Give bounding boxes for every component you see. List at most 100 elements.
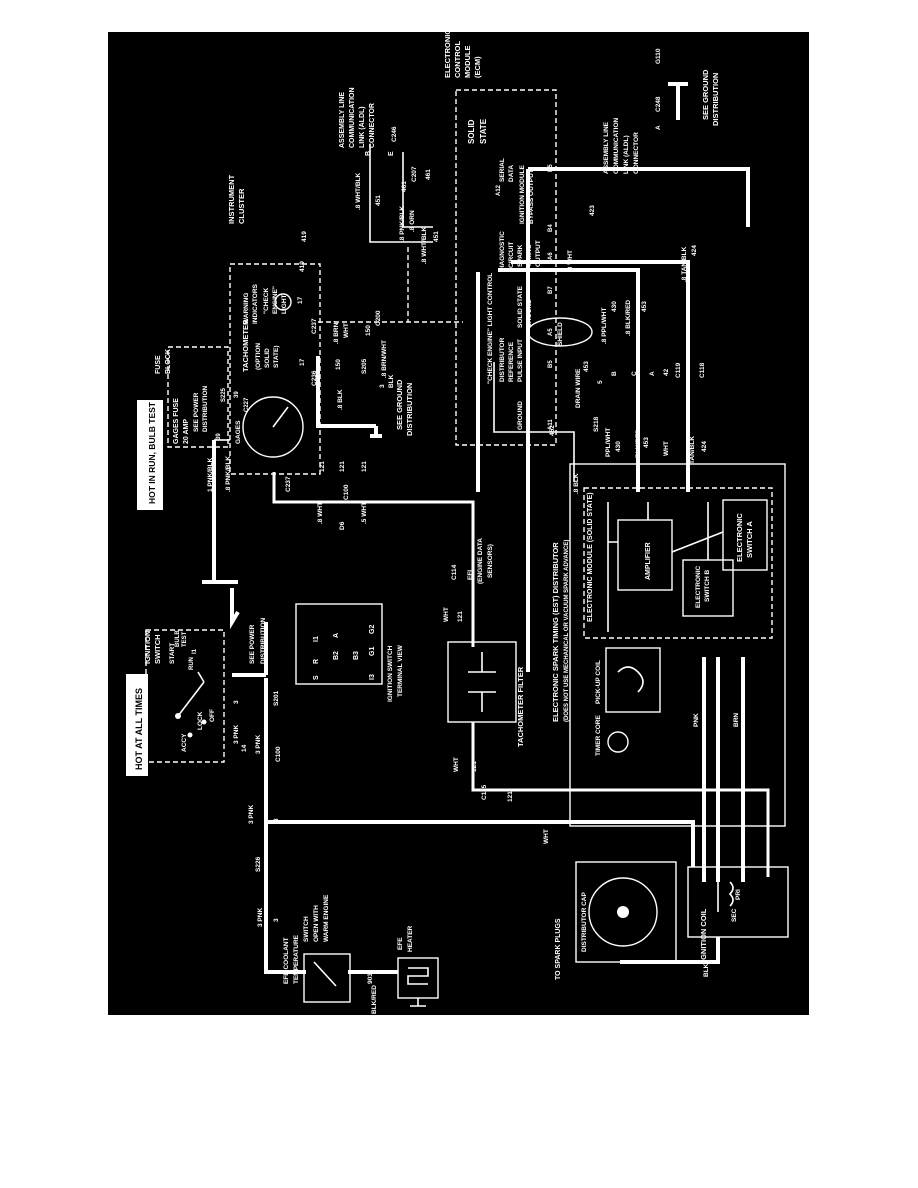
cluster-title2: CLUSTER	[237, 188, 246, 224]
wire-brn: BRN	[733, 713, 740, 727]
efe-heater-box	[397, 957, 439, 999]
connector-c237a: C237	[311, 318, 318, 334]
aldl1-b: B	[365, 151, 372, 156]
connector-s205: S205	[361, 358, 368, 374]
wire-8wht-blk: .8 WHT/BLK	[355, 173, 362, 210]
aldl2-g: G110	[655, 48, 662, 64]
wire-451a: 451	[375, 195, 382, 206]
tachometer-filter-box	[447, 641, 517, 723]
power-arrow-1	[230, 588, 240, 630]
wire-3pnk-trunk	[264, 678, 306, 974]
distributor-cap-icon	[588, 877, 658, 947]
wire-121e: 121	[471, 761, 478, 772]
see-power-dist-1a: SEE POWER	[193, 392, 200, 432]
see-power-dist-2a: SEE POWER	[249, 624, 256, 664]
ignition-switch-contact	[177, 671, 205, 717]
wire-8pnk-blk-2: .8 PNK/BLK	[399, 206, 406, 242]
efe-switch-l3: SWITCH	[303, 916, 310, 942]
ign-test: TEST	[182, 631, 188, 647]
est-swa2: SWITCH A	[745, 521, 754, 558]
est-timer: TIMER CORE	[595, 715, 602, 756]
wire-3pnk-d: 3 PNK	[257, 908, 264, 927]
ecm-spark3: OUTPUT	[535, 240, 542, 267]
wire-blk-coil: BLK	[703, 963, 710, 977]
wire-d6: D6	[339, 521, 346, 530]
see-power-dist-2b: DISTRIBUTION	[260, 617, 267, 664]
ign-start: START	[169, 643, 176, 664]
module-internal-wires	[607, 502, 724, 632]
ecm-ign2: BYPASS OUTPUT	[528, 169, 535, 224]
aldl2-a: A	[655, 125, 662, 130]
pickup-coil-box	[605, 647, 661, 713]
cluster-warning2: INDICATORS	[252, 283, 259, 324]
ecm-pin-a12: A12	[496, 184, 502, 196]
ignition-coil-sec: SEC	[731, 908, 738, 922]
wiring-diagram: HOT IN RUN, BULB TEST OR START FUSE B LOC…	[108, 32, 809, 1015]
aldl2-l4: CONNECTOR	[633, 132, 640, 174]
ecm-ground: GROUND	[517, 401, 524, 430]
ecm-diag1: DIAGNOSTIC	[499, 231, 506, 272]
wire-5: 5	[597, 380, 604, 384]
wire-424-tan-blk	[511, 260, 690, 492]
see-power-dist-1b: DISTRIBUTION	[202, 385, 209, 432]
ign-lock: LOCK	[197, 711, 204, 730]
connector-c207: C207	[411, 166, 418, 182]
see-ground-2b: DISTRIBUTION	[711, 73, 720, 126]
wire-8wht-2: .8 WHT	[567, 250, 574, 272]
ign-lock-dot	[187, 732, 193, 738]
shield-ellipse	[527, 317, 593, 347]
ign-acc: ACCY	[181, 733, 188, 752]
aldl1-e: E	[388, 151, 395, 156]
wire-8tan-blk: .8 TAN/BLK	[681, 246, 688, 282]
ecm-title2: CONTROL	[453, 41, 462, 78]
wire-903: 903	[367, 973, 374, 984]
efe-heater-l1: EFE	[397, 937, 404, 950]
gages-fuse-name: GAGES FUSE	[173, 398, 180, 444]
wire-3pnk-a: 3 PNK	[233, 725, 240, 744]
connector-c227: C227	[244, 397, 250, 412]
term-a: A	[333, 633, 340, 638]
ecm-pin-a6: A6	[548, 252, 554, 260]
cluster-pin17a: 17	[299, 358, 306, 366]
wire-8brn-b: WHT	[343, 323, 350, 338]
ecm-ssgnd1: SOLID STATE	[517, 285, 524, 328]
wire-8brn-wht: .8 BRN/WHT	[381, 340, 388, 378]
wire-3-ign: 3	[233, 700, 240, 704]
distributor-cap-label: DISTRIBUTOR CAP	[581, 892, 588, 952]
wire-8pnk-blk: .8 PNK/BLK	[225, 456, 232, 492]
wire-8blk: .8 BLK	[337, 389, 344, 410]
ignition-coil-box	[687, 866, 789, 938]
coil-winding-icon	[717, 881, 734, 912]
fuse-block-line1: FUSE	[155, 355, 162, 374]
amplifier-box	[617, 519, 673, 591]
see-ground-2a: SEE GROUND	[701, 69, 710, 120]
hot-in-run-label: HOT IN RUN, BULB TEST OR START	[147, 356, 157, 504]
timer-core-icon	[607, 731, 629, 753]
wire-150-blk	[316, 356, 376, 428]
wire-121b: 121	[339, 461, 346, 472]
connector-c118: C118	[699, 362, 706, 378]
connector-c100b: C100	[343, 484, 350, 500]
connector-c114: C114	[451, 564, 458, 580]
ignition-switch-title2: SWITCH	[153, 634, 162, 664]
ecm-title4: (ECM)	[473, 56, 482, 78]
ecm-box	[455, 89, 557, 446]
cluster-title1: INSTRUMENT	[227, 174, 236, 224]
wire-wht-e: WHT	[663, 441, 670, 456]
efe-switch-l5: WARM ENGINE	[323, 894, 330, 942]
check-engine-bulb-icon	[274, 293, 292, 311]
ign-pivot	[175, 713, 181, 719]
wire-14: 14	[241, 744, 248, 752]
to-spark-plugs: TO SPARK PLUGS	[555, 918, 562, 980]
est-swb1: ELECTRONIC	[695, 565, 702, 608]
wire-424a: 424	[691, 245, 698, 256]
distributor-cap-box	[575, 861, 677, 963]
wire-3pnk-to-coil	[266, 820, 695, 867]
drain-wire-label: DRAIN WIRE	[575, 368, 582, 408]
wire-460: 430	[611, 301, 618, 312]
instrument-cluster-box	[229, 263, 321, 475]
wire-8ppl-wht: .8 PPL/WHT	[601, 307, 608, 344]
term-r: R	[313, 659, 320, 664]
tachometer-gauge	[242, 396, 304, 458]
cluster-pin17b: 17	[297, 296, 304, 304]
